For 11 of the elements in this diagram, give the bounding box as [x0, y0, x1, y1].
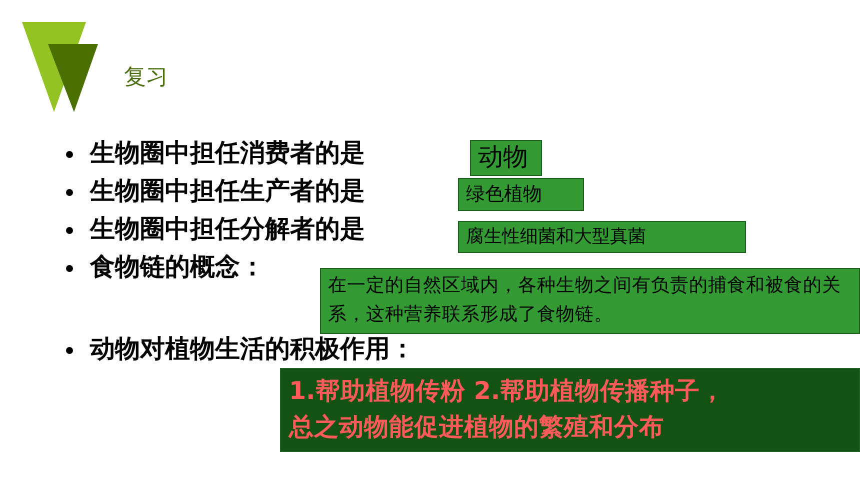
answer-box: 动物: [470, 140, 542, 176]
question-text: 生物圈中担任分解者的是: [90, 214, 365, 244]
question-text: 食物链的概念：: [90, 252, 265, 282]
answer-box: 在一定的自然区域内，各种生物之间有负责的捕食和被食的关系，这种营养联系形成了食物链。: [320, 268, 860, 334]
question-text: 生物圈中担任生产者的是: [90, 176, 365, 206]
answer-box: 1.帮助植物传粉 2.帮助植物传播种子，总之动物能促进植物的繁殖和分布: [280, 368, 860, 452]
question-text: 动物对植物生活的积极作用：: [90, 334, 415, 364]
question-text: 生物圈中担任消费者的是: [90, 138, 365, 168]
answer-box: 腐生性细菌和大型真菌: [458, 221, 746, 253]
answer-box: 绿色植物: [458, 178, 584, 211]
slide-title: 复习: [124, 64, 168, 92]
